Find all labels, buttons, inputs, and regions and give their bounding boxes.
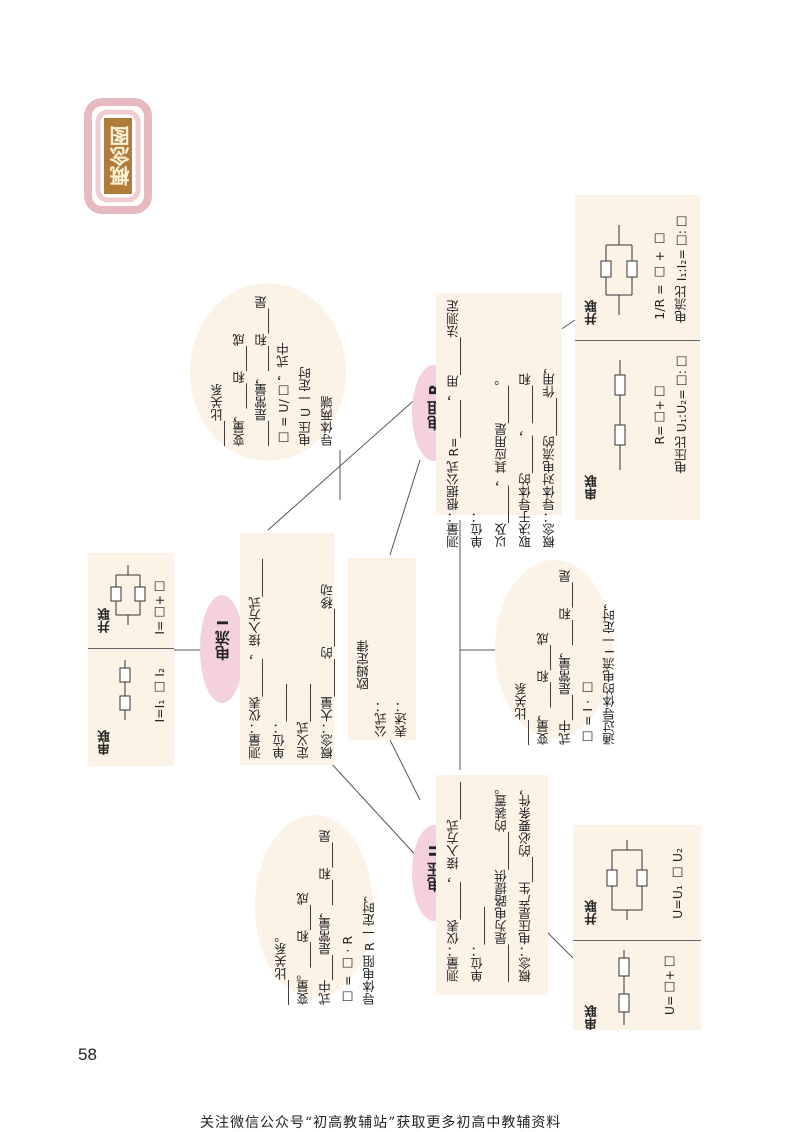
top-circle-line-4: ____是常量，____和____是 [254,296,269,446]
current-series-formula: I=I₁ □ I₂ [152,668,167,723]
current-line-2: 定义式______ [296,684,311,759]
page-number: 58 [78,1045,97,1064]
series-circuit-icon [119,660,131,720]
resistance-series-formula-1: R=□+□ [652,385,667,445]
knot-decoration-icon [84,98,152,214]
resistance-parallel-icon [600,225,638,315]
mid-circle-line-1: 通过导体的电流 I 一定时， [602,595,617,745]
top-circle-line-2: 电压 U 一定时 [298,366,313,446]
ohm-law-box [348,558,416,740]
resistance-series-icon [614,360,626,470]
voltage-line-4: 测量：仪表______，接入方式______ [446,782,461,982]
resistance-parallel-formula-1: 1/R = □ + □ [652,232,667,320]
resistance-parallel-formula-2: 电流比 I₁:I₂=□:□ [674,215,689,323]
current-line-4: 测量：仪表______，接入方式______ [248,559,263,759]
resistance-series-formula-2: 电压比 U₁:U₂=□:□ [674,355,689,474]
mid-circle-text: 通过导体的电流 I 一定时， □ = I · □ 式中____是常量，____和… [512,570,620,745]
bottom-circle-text: 导体电阻 R 一定时， □ = □ · R 式中____是常量，____和___… [272,830,380,1005]
top-circle-line-5: 变量，____和____成 [232,333,247,447]
voltage-box-text: 概念：电压是产生____的必要条件， ______是为电路提供______的装置… [444,782,536,982]
bottom-circle-line-4: 变量。____和____成 [296,892,311,1006]
resistance-line-3: 以及______，其应用是______。 [494,373,509,549]
current-line-1: 概念：大量______的______移动 [320,584,335,759]
current-box [240,533,334,765]
top-circle-line-3: □ = U/□ ，式中 [276,342,291,446]
top-circle [190,283,346,461]
mid-circle-line-2: □ = I · □ [580,680,595,745]
resistance-series-label: 串联 [584,475,599,500]
resistance-line-1: 概念：导体对电流的______作用， [542,360,557,549]
voltage-circuits-box [573,825,701,1030]
mid-circle [495,560,613,738]
bottom-circle-line-1: 导体电阻 R 一定时， [362,888,377,1005]
ohm-statement-label: 表述： [394,700,409,738]
voltage-line-2: ______是为电路提供______的装置。 [494,782,509,982]
title-logo: 概念图 [82,96,154,216]
top-circle-line-6: ____比关系 [210,383,225,447]
voltage-parallel-icon [606,840,648,920]
current-line-3: 单位：______ [272,684,287,759]
resistance-box [436,293,562,515]
current-box-text: 概念：大量______的______移动 定义式______ 单位：______… [246,541,338,759]
footer-note: 关注微信公众号“初高教辅站”获取更多初高中教辅资料 [200,1115,562,1131]
resistance-line-2: 取决于导体的______，______和 [518,373,533,549]
ohm-law-title: 欧姆定律 [356,640,371,690]
voltage-line-1: 概念：电压是产生____的必要条件， [518,782,533,982]
voltage-series-formula: U=□+□ [662,955,677,1016]
voltage-series-icon [618,950,630,1025]
current-parallel-formula: I=□+□ [152,580,167,635]
current-series-label: 串联 [97,730,112,755]
mid-circle-line-4: 变量，____和____成 [536,632,551,746]
resistance-box-text: 概念：导体对电流的______作用， 取决于导体的______，______和 … [444,300,560,548]
mid-circle-line-5: ____比关系 [514,682,529,746]
current-node [200,595,244,703]
bottom-circle-line-5: ____比关系。 [274,930,289,1005]
resistance-circuits-box [575,195,700,520]
voltage-series-label: 串联 [584,1005,599,1030]
bottom-circle-line-3: 式中____是常量，____和____是 [318,830,333,1005]
bottom-circle [255,815,373,998]
current-node-label: 电流 I [214,620,232,661]
voltage-parallel-formula: U=U₁ □ U₂ [670,848,685,919]
mid-circle-line-3: 式中____是常量，____和____是 [558,570,573,745]
voltage-box [436,775,548,995]
voltage-line-3: 单位：______ [470,907,485,982]
parallel-circuit-icon [110,565,146,625]
top-circle-line-1: 导体两端 [320,396,335,446]
bottom-circle-line-2: □ = □ · R [340,935,355,1005]
resistance-line-5: 测量：根据公式 R=______，用______法测定 [446,300,461,549]
current-circuits-box [88,553,174,766]
resistance-line-4: 单位： [470,510,485,549]
voltage-parallel-label: 并联 [584,900,599,925]
ohm-formula-label: 公式： [374,700,389,738]
top-circle-text: 导体两端 电压 U 一定时 □ = U/□ ，式中 ____是常量，____和_… [208,296,338,446]
